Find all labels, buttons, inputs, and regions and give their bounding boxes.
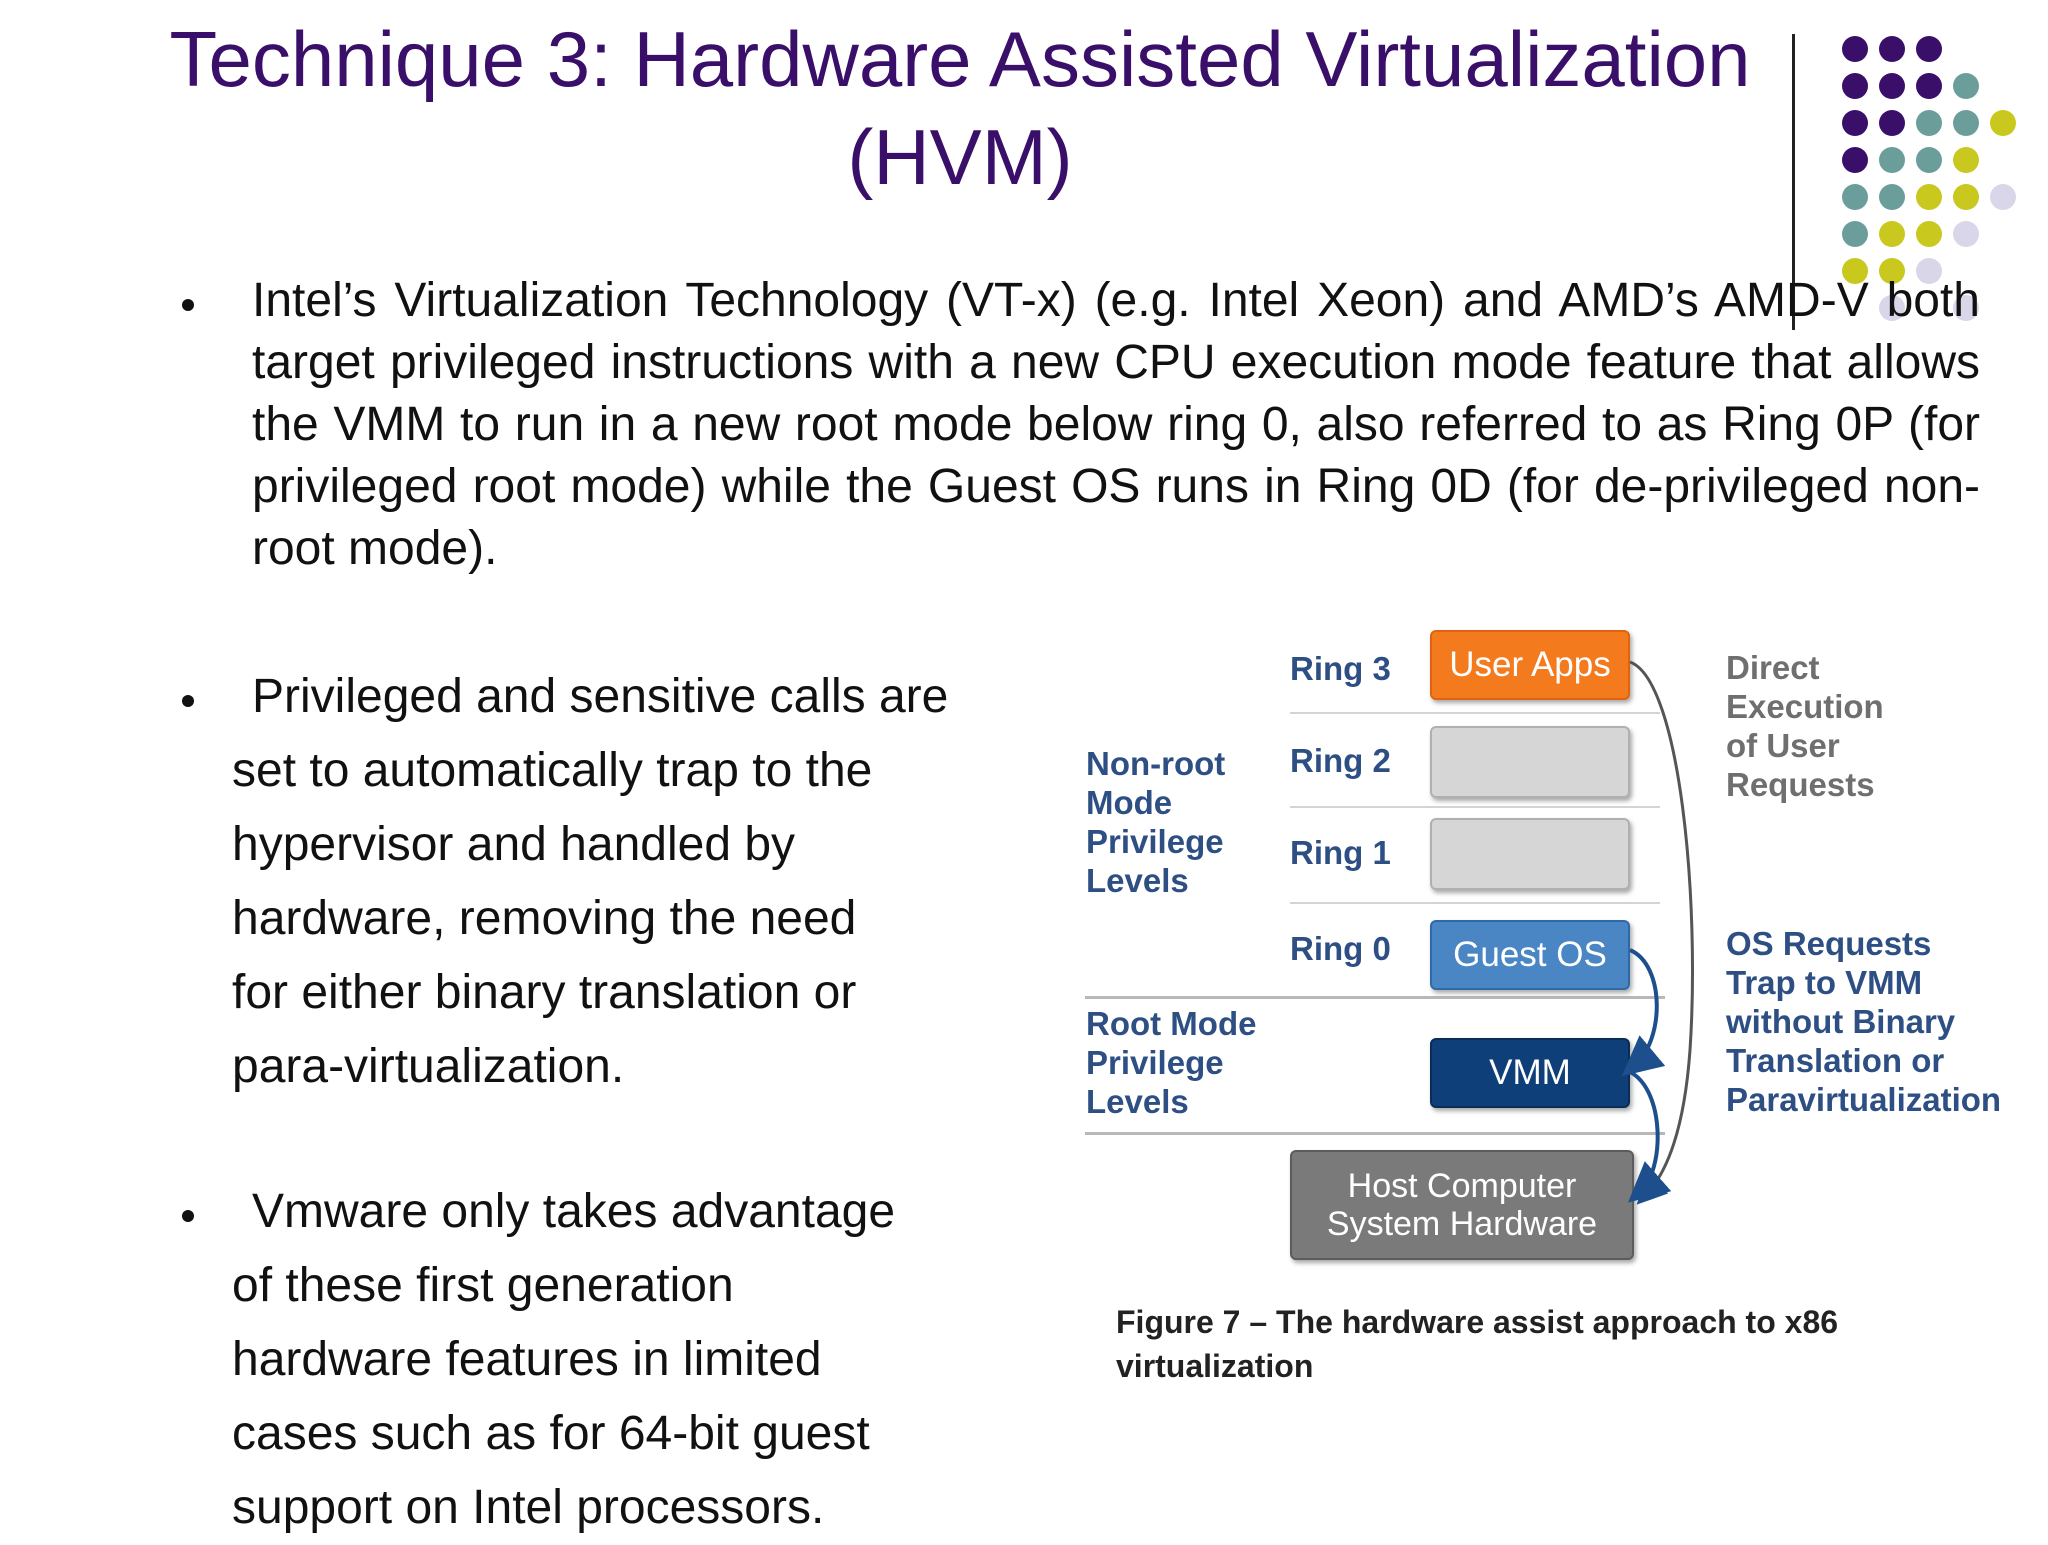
dot [1879, 184, 1905, 210]
bullet-marker [182, 299, 194, 311]
dot [1842, 73, 1868, 99]
dot [1953, 184, 1979, 210]
dot [1953, 73, 1979, 99]
ring-1-label: Ring 1 [1290, 834, 1391, 871]
caption-line-1: Figure 7 – The hardware assist approach … [1116, 1304, 1839, 1340]
dot [1842, 36, 1868, 62]
bullet-marker [182, 695, 194, 707]
mode-separator [1085, 1132, 1665, 1135]
direct-execution-arrow [1629, 660, 1694, 1205]
row-separator [1290, 806, 1660, 808]
bullet-2-line: set to automatically trap to the [232, 744, 873, 797]
dot [1879, 36, 1905, 62]
mode-separator [1085, 996, 1665, 999]
caption-line-2: virtualization [1116, 1348, 1314, 1384]
dot [1953, 147, 1979, 173]
ring-2-label: Ring 2 [1290, 742, 1391, 779]
label-line: Mode [1086, 784, 1173, 821]
dot [1990, 110, 2016, 136]
dot [1990, 184, 2016, 210]
bullet-2-line: for either binary translation or [232, 966, 857, 1019]
label-line: Root Mode [1086, 1005, 1257, 1042]
os-requests-label: OS Requests Trap to VMM without Binary T… [1726, 924, 2001, 1119]
bullet-1-text: Intel’s Virtualization Technology (VT-x)… [252, 274, 1980, 575]
label-line: Translation or [1726, 1042, 1945, 1079]
label-line: Direct [1726, 649, 1820, 686]
dot [1916, 184, 1942, 210]
dot [1953, 295, 1979, 321]
ring-3-label: Ring 3 [1290, 650, 1391, 687]
figure-caption: Figure 7 – The hardware assist approach … [1116, 1300, 1838, 1388]
trap-arrow [1621, 948, 1666, 1077]
dot [1953, 110, 1979, 136]
label-line: Paravirtualization [1726, 1081, 2002, 1118]
bullet-3-text: Vmware only takes advantage of these fir… [232, 1175, 1052, 1545]
bullet-3-line: Vmware only takes advantage [252, 1185, 896, 1238]
bullet-2-line: hypervisor and handled by [232, 818, 796, 871]
dot [1916, 73, 1942, 99]
dot [1916, 110, 1942, 136]
dot [1916, 147, 1942, 173]
dot [1842, 221, 1868, 247]
ring-0-label: Ring 0 [1290, 930, 1391, 967]
bullet-3-line: of these first generation [232, 1259, 734, 1312]
label-line: of User [1726, 727, 1840, 764]
label-line: Execution [1726, 688, 1884, 725]
dot [1842, 258, 1868, 284]
dot [1879, 258, 1905, 284]
bullet-marker [182, 1210, 194, 1222]
dot [1953, 221, 1979, 247]
host-hardware-box: Host Computer System Hardware [1290, 1150, 1634, 1260]
dot [1842, 147, 1868, 173]
label-line: Requests [1726, 766, 1875, 803]
ring-2-box [1430, 726, 1630, 798]
bullet-3-line: cases such as for 64-bit guest [232, 1407, 870, 1460]
bullet-3-line: support on Intel processors. [232, 1481, 825, 1534]
root-mode-label: Root Mode Privilege Levels [1086, 1004, 1256, 1121]
non-root-mode-label: Non-root Mode Privilege Levels [1086, 744, 1225, 900]
label-line: without Binary [1726, 1003, 1956, 1040]
dot [1879, 295, 1905, 321]
dot [1842, 110, 1868, 136]
guest-os-box: Guest OS [1430, 920, 1630, 990]
label-line: Levels [1086, 862, 1189, 899]
dot [1879, 221, 1905, 247]
row-separator [1290, 712, 1660, 714]
dot [1842, 184, 1868, 210]
label-line: Privilege [1086, 823, 1224, 860]
title-line-1: Technique 3: Hardware Assisted Virtualiz… [169, 15, 1751, 103]
label-line: Non-root [1086, 745, 1226, 782]
title-divider [1792, 34, 1795, 330]
dot [1879, 110, 1905, 136]
row-separator [1290, 902, 1660, 904]
dot [1916, 258, 1942, 284]
label-line: Trap to VMM [1726, 964, 1923, 1001]
vmm-to-hardware-arrow [1628, 1070, 1672, 1203]
label-line: Privilege [1086, 1044, 1224, 1081]
dot [1879, 73, 1905, 99]
label-line: Levels [1086, 1083, 1189, 1120]
dot [1879, 147, 1905, 173]
bullet-2-line: Privileged and sensitive calls are [252, 670, 949, 723]
ring-1-box [1430, 818, 1630, 890]
host-line-2: System Hardware [1326, 1205, 1598, 1243]
host-line-1: Host Computer [1347, 1167, 1577, 1205]
direct-execution-label: Direct Execution of User Requests [1726, 648, 1884, 804]
slide-title: Technique 3: Hardware Assisted Virtualiz… [110, 10, 1810, 206]
user-apps-box: User Apps [1430, 630, 1630, 700]
label-line: OS Requests [1726, 925, 1932, 962]
title-line-2: (HVM) [847, 113, 1073, 201]
bullet-3-line: hardware features in limited [232, 1333, 822, 1386]
dot [1916, 36, 1942, 62]
dot [1916, 221, 1942, 247]
bullet-2-text: Privileged and sensitive calls are set t… [232, 660, 1052, 1104]
bullet-2-line: hardware, removing the need [232, 892, 857, 945]
bullet-2-line: para-virtualization. [232, 1040, 625, 1093]
